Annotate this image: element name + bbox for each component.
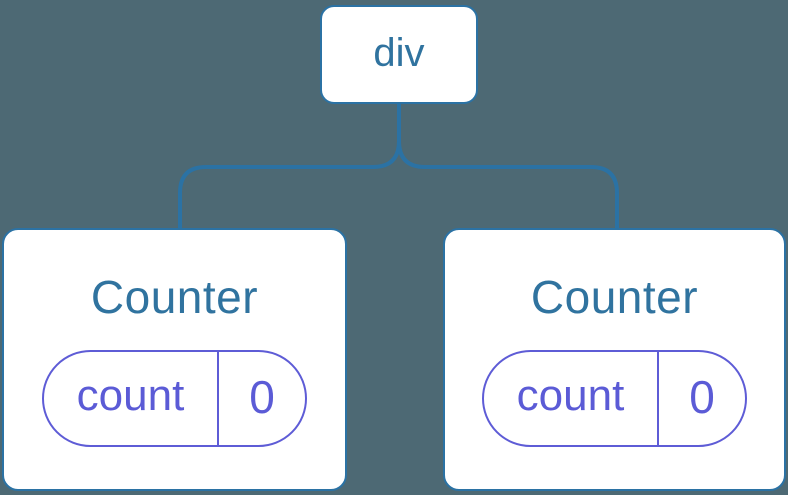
counter-node-right: Counter count 0 [443, 228, 786, 491]
connector-right-branch [397, 103, 619, 229]
state-value: 0 [689, 370, 715, 423]
counter-title: Counter [530, 270, 699, 323]
state-name: count [76, 370, 185, 420]
root-node-label: div [373, 30, 425, 75]
state-pill: count 0 [482, 350, 747, 448]
connector-left-branch [178, 103, 401, 229]
state-name-cell: count [44, 352, 219, 446]
counter-title: Counter [90, 270, 259, 323]
state-value-cell: 0 [659, 352, 745, 445]
root-node: div [320, 5, 478, 104]
state-name-cell: count [484, 352, 659, 446]
state-value: 0 [249, 370, 275, 423]
state-pill: count 0 [42, 350, 307, 448]
state-value-cell: 0 [219, 352, 305, 445]
counter-node-left: Counter count 0 [2, 228, 347, 491]
state-name: count [516, 370, 625, 420]
